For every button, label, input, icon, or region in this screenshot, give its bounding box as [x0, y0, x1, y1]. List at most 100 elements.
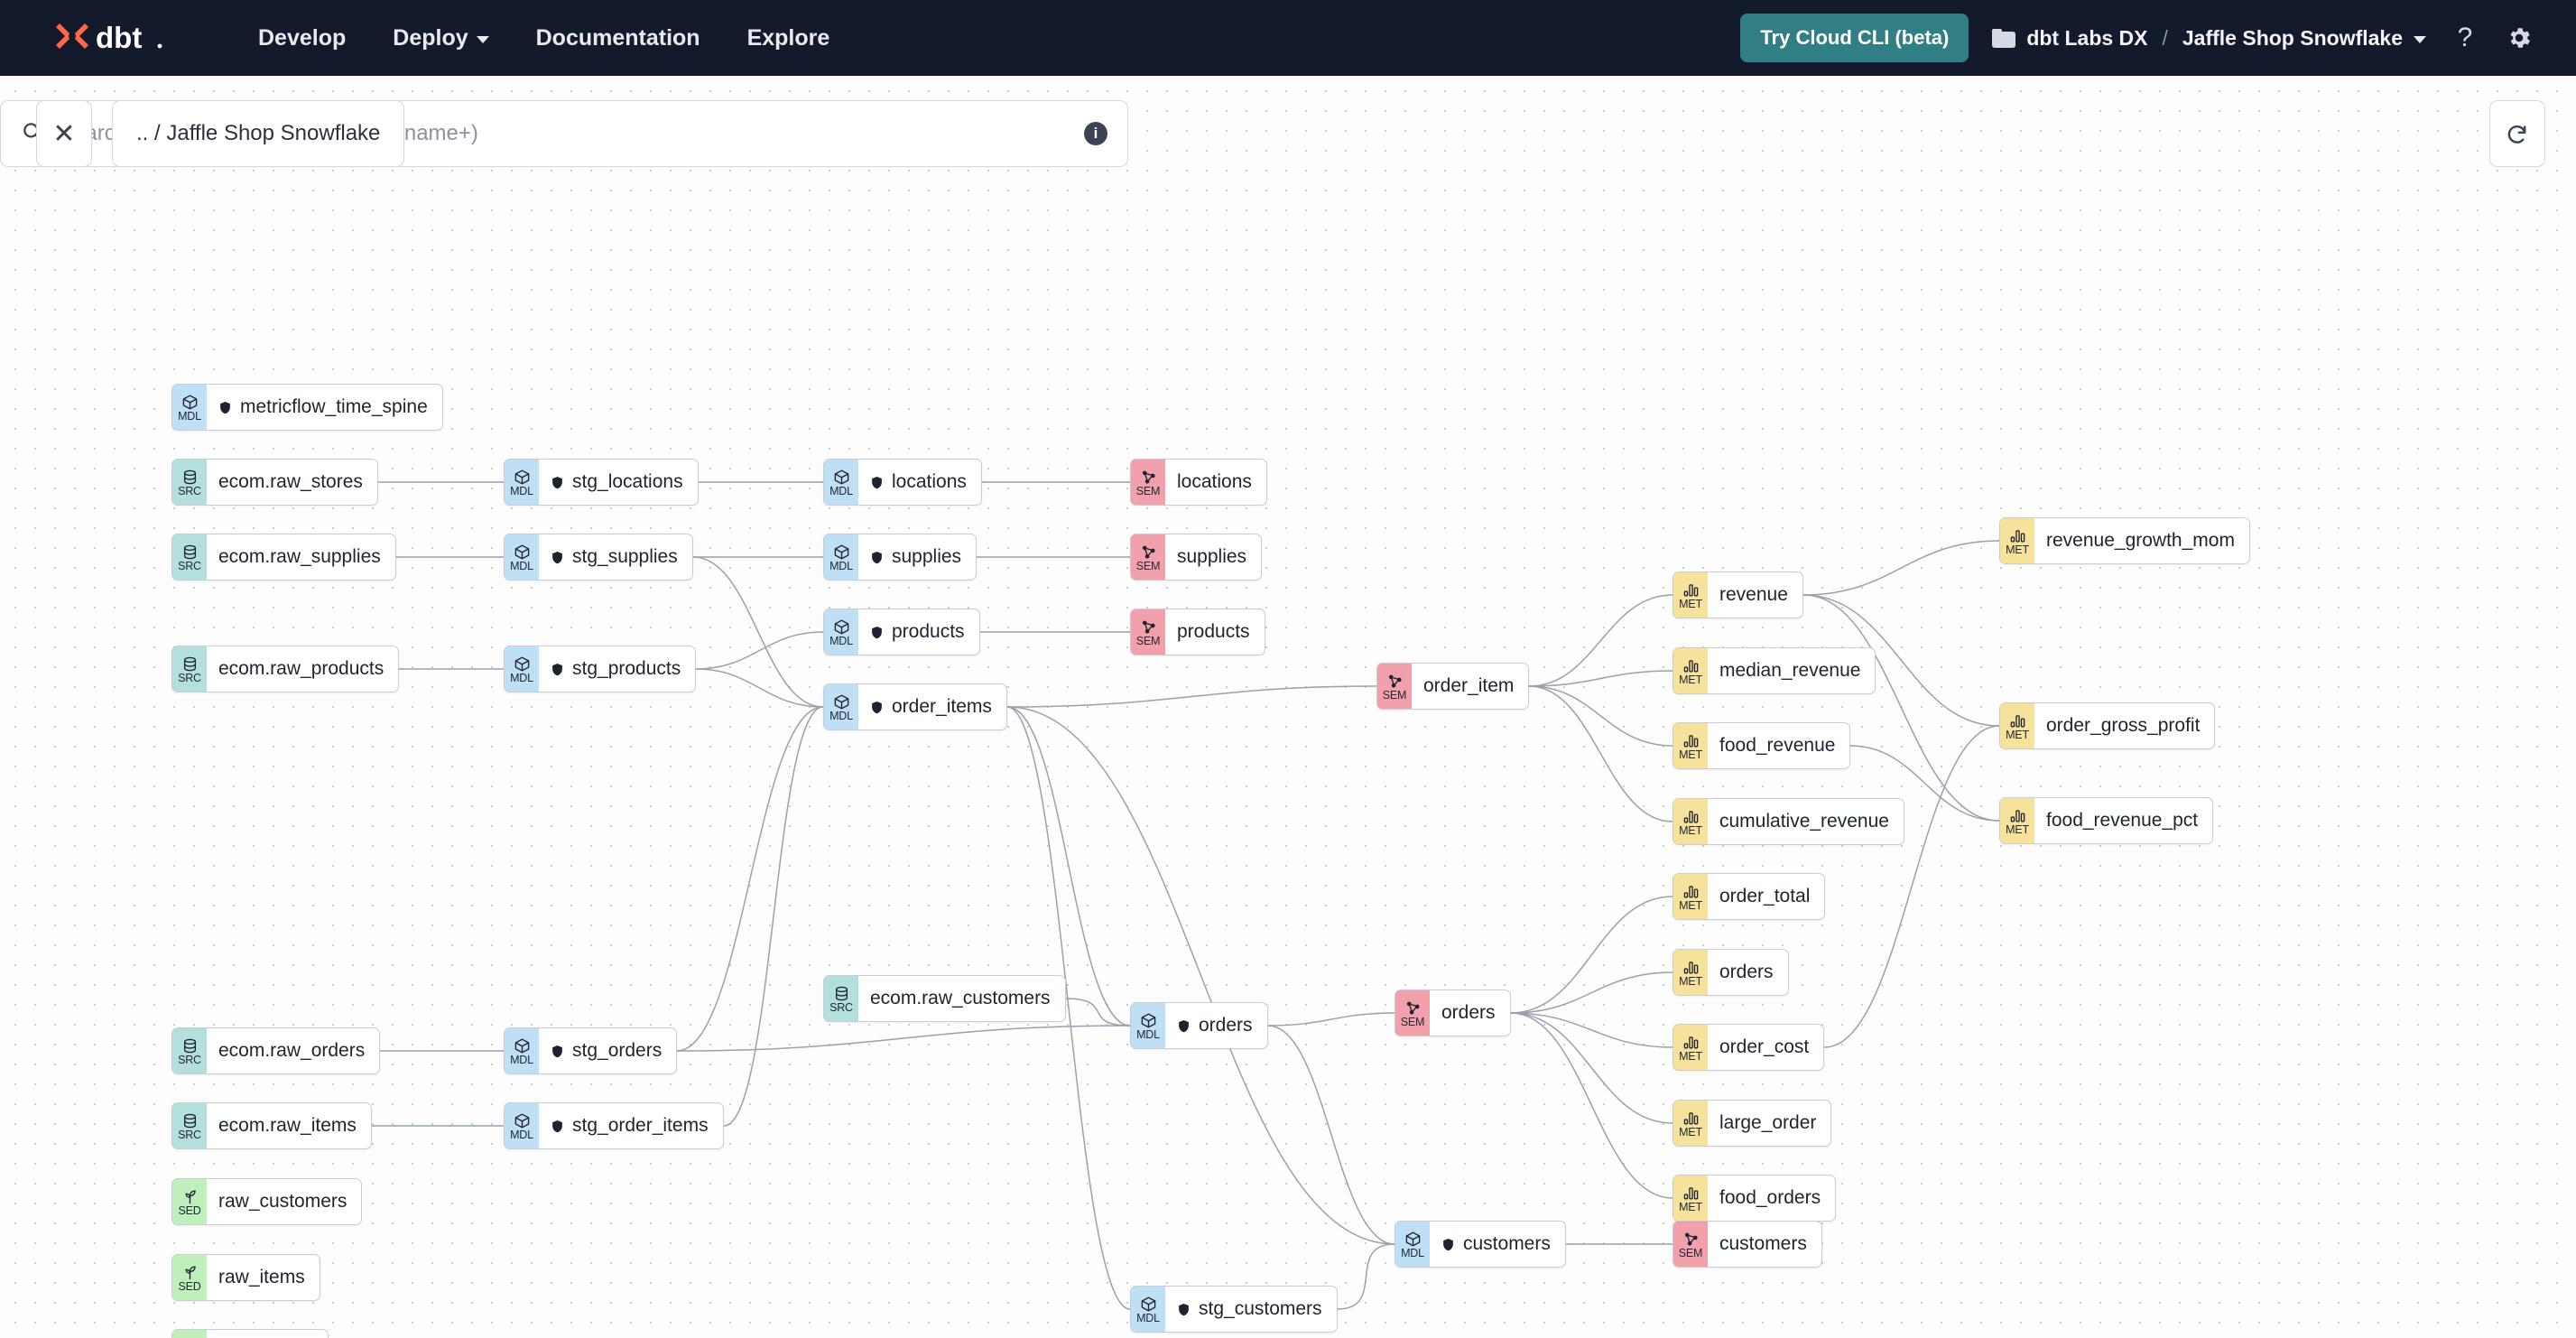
type-code: SRC [829, 1000, 853, 1014]
node-name: orders [1719, 962, 1774, 982]
edge-sem-orders-to-met-order-total [1510, 896, 1673, 1014]
node-stg-orders[interactable]: MDL stg_orders [504, 1027, 678, 1074]
node-met-cumulative-revenue[interactable]: MET cumulative_revenue [1673, 798, 1904, 845]
type-code: MDL [510, 1128, 533, 1141]
node-name: ecom.raw_products [218, 658, 385, 679]
node-name: order_item [1423, 675, 1515, 696]
type-code: SEM [1135, 559, 1161, 572]
gear-icon[interactable] [2504, 23, 2534, 53]
src-type-badge: SRC [172, 460, 207, 505]
breadcrumb[interactable]: .. / Jaffle Shop Snowflake [112, 100, 405, 167]
node-name: stg_orders [572, 1040, 663, 1061]
mdl-type-badge: MDL [505, 460, 539, 505]
node-name: ecom.raw_supplies [218, 546, 381, 567]
node-label: large_order [1708, 1101, 1830, 1146]
try-cloud-cli-button[interactable]: Try Cloud CLI (beta) [1740, 14, 1969, 62]
node-products[interactable]: MDL products [823, 609, 980, 655]
type-code: MET [1679, 823, 1702, 837]
node-name: cumulative_revenue [1719, 811, 1889, 832]
nav-item-documentation[interactable]: Documentation [513, 16, 724, 60]
node-name: raw_items [218, 1267, 305, 1287]
met-icon [1682, 808, 1700, 825]
main-nav: Develop Deploy Documentation Explore [235, 16, 853, 60]
type-code: MDL [510, 1053, 533, 1066]
mdl-icon [833, 544, 850, 561]
node-name: revenue [1719, 584, 1788, 605]
met-type-badge: MET [2000, 518, 2034, 563]
node-label: orders [1165, 1003, 1267, 1048]
edge-stg-customers-to-customers [1337, 1243, 1395, 1310]
mdl-icon [514, 655, 531, 673]
edge-stg-order-items-to-order-items [723, 706, 824, 1127]
nav-item-deploy[interactable]: Deploy [369, 16, 512, 60]
lineage-canvas[interactable]: ✕ .. / Jaffle Shop Snowflake i MDLmetric… [0, 76, 2576, 1338]
mdl-icon [1404, 1231, 1422, 1248]
mdl-icon [514, 1037, 531, 1055]
node-name: order_total [1719, 886, 1811, 906]
type-code: MDL [510, 559, 533, 572]
close-graph-button[interactable]: ✕ [36, 100, 92, 167]
search-info-icon[interactable]: i [1084, 122, 1107, 145]
help-icon[interactable]: ? [2457, 23, 2473, 52]
type-code: MDL [829, 634, 853, 647]
account-project-breadcrumb[interactable]: dbt Labs DX / Jaffle Shop Snowflake [1992, 26, 2426, 51]
met-type-badge: MET [1673, 648, 1708, 693]
edge-sem-order-item-to-met-median-revenue [1528, 670, 1673, 687]
node-label: products [858, 609, 979, 655]
src-type-badge: SRC [824, 976, 858, 1021]
type-code: SEM [1400, 1015, 1425, 1028]
node-ecom-raw-supplies[interactable]: SRC ecom.raw_supplies [171, 534, 396, 581]
type-code: SRC [178, 559, 201, 572]
refresh-button[interactable] [2489, 100, 2545, 167]
topbar-right-group: Try Cloud CLI (beta) dbt Labs DX / Jaffl… [1740, 14, 2547, 62]
type-code: SEM [1135, 484, 1161, 497]
edge-stg-orders-to-orders [676, 1025, 1131, 1052]
node-met-food-revenue[interactable]: MET food_revenue [1673, 722, 1851, 769]
mdl-type-badge: MDL [505, 1103, 539, 1148]
node-label: food_revenue [1708, 723, 1849, 768]
met-type-badge: MET [1673, 1025, 1708, 1070]
dbt-logo[interactable]: dbt [29, 18, 190, 58]
type-code: MET [1679, 748, 1702, 761]
mdl-type-badge: MDL [1131, 1003, 1165, 1048]
mdl-type-badge: MDL [172, 385, 207, 430]
nav-item-explore[interactable]: Explore [724, 16, 854, 60]
nav-item-develop[interactable]: Develop [235, 16, 369, 60]
